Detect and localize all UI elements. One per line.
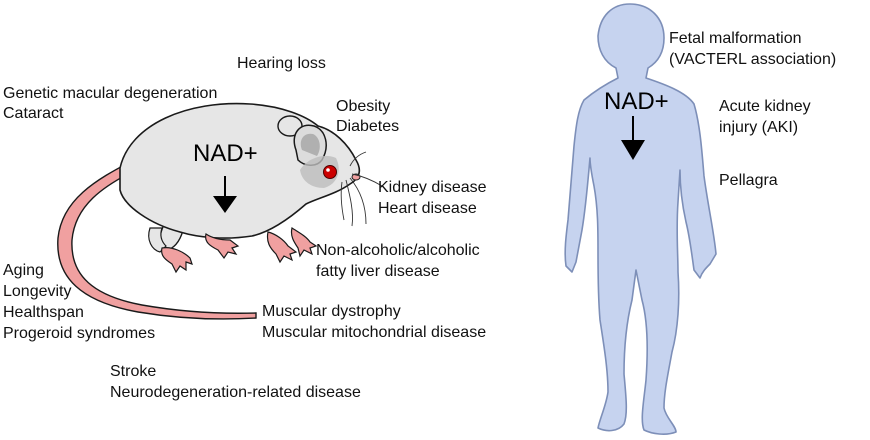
mouse-whiskers (340, 151, 383, 227)
human-body (564, 3, 717, 435)
label-longevity: Longevity (3, 283, 72, 300)
label-aging: Aging (3, 262, 44, 279)
label-vacterl-association: (VACTERL association) (669, 51, 837, 68)
mouse-tail (57, 159, 257, 320)
label-pellagra: Pellagra (719, 172, 778, 189)
mouse-nad-label: NAD+ (193, 140, 258, 167)
mouse-paw-hind-right (205, 233, 240, 260)
label-diabetes: Diabetes (336, 118, 400, 135)
mouse-paw-front-right (290, 227, 318, 258)
mouse-eye-highlight (326, 168, 330, 172)
label-muscular-mitochondrial-disease: Muscular mitochondrial disease (262, 324, 487, 341)
label-fetal-malformation: Fetal malformation (669, 30, 802, 47)
label-hearing-loss: Hearing loss (237, 55, 326, 72)
label-stroke: Stroke (110, 363, 157, 380)
mouse-paw-front-left (266, 231, 298, 264)
mouse-illustration (57, 102, 383, 320)
label-healthspan: Healthspan (3, 304, 84, 321)
mouse-cheek-shadow (300, 155, 339, 188)
human-illustration (564, 3, 717, 435)
label-heart-disease: Heart disease (378, 200, 477, 217)
label-obesity: Obesity (336, 98, 391, 115)
mouse-eye (323, 165, 337, 179)
mouse-hind-leg (148, 227, 167, 253)
label-neurodegeneration-related-disease: Neurodegeneration-related disease (110, 384, 361, 401)
label-acute-kidney: Acute kidney (719, 98, 811, 115)
human-nad-down-arrow (621, 116, 645, 160)
human-nad-label: NAD+ (604, 88, 669, 115)
mouse-ear-inner (300, 133, 320, 156)
label-injury-aki: injury (AKI) (719, 119, 799, 136)
label-cataract: Cataract (3, 105, 64, 122)
label-genetic-macular-degeneration: Genetic macular degeneration (3, 85, 218, 102)
mouse-nad-down-arrow (213, 176, 237, 213)
label-progeroid-syndromes: Progeroid syndromes (3, 325, 156, 342)
label-muscular-dystrophy: Muscular dystrophy (262, 303, 401, 320)
label-non-alcoholic-alcoholic: Non-alcoholic/alcoholic (316, 242, 480, 259)
label-fatty-liver-disease: fatty liver disease (316, 263, 440, 280)
label-kidney-disease: Kidney disease (378, 179, 487, 196)
mouse-paw-hind-left (161, 247, 193, 274)
